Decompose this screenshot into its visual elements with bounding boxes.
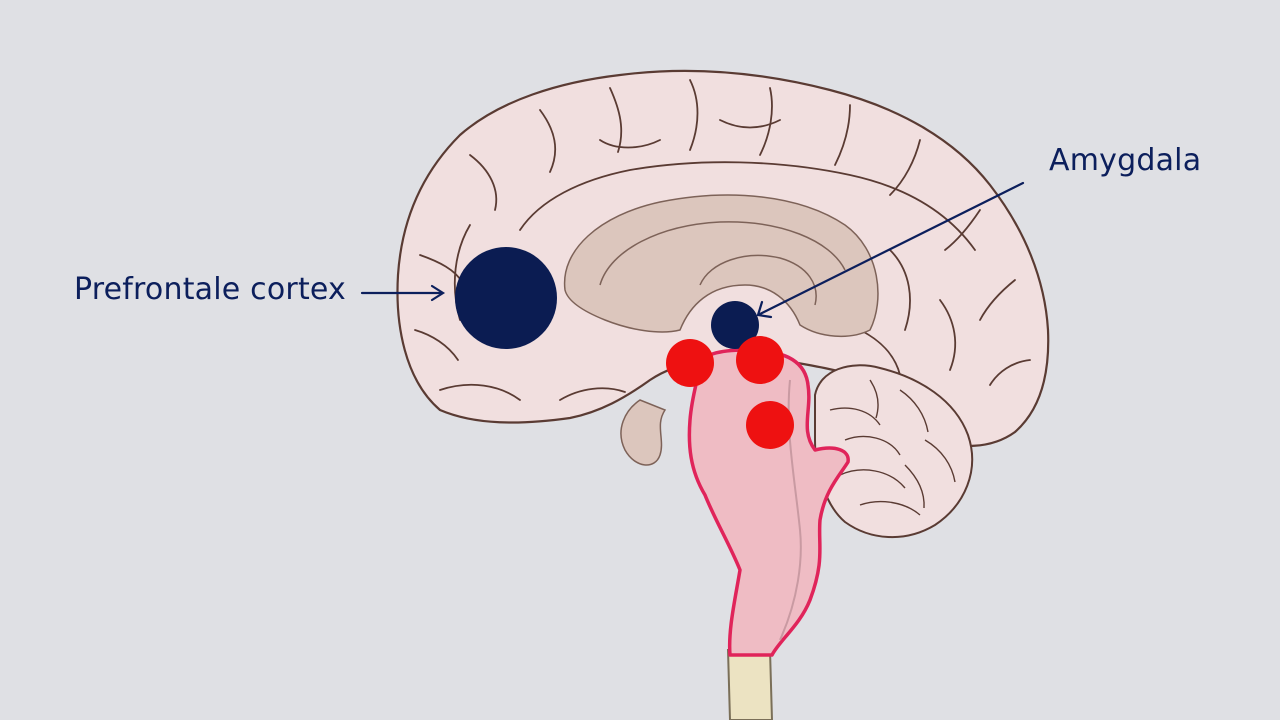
amygdala-arrow	[756, 181, 1025, 319]
cerebellum	[814, 364, 974, 539]
prefrontal-cortex-arrow	[360, 284, 446, 302]
brainstem-marker-1	[666, 339, 714, 387]
brainstem-marker-3	[746, 401, 794, 449]
cortex-gyri	[414, 79, 1031, 401]
amygdala-label: Amygdala	[1049, 143, 1202, 178]
brainstem-marker-2	[736, 336, 784, 384]
temporal-lobe-underside	[620, 399, 667, 466]
prefrontal-cortex-marker	[455, 247, 557, 349]
prefrontal-cortex-label: Prefrontale cortex	[74, 272, 347, 307]
brainstem	[687, 348, 850, 657]
amygdala-marker	[711, 301, 759, 349]
limbic-region	[563, 194, 879, 338]
spinal-cord	[726, 649, 774, 720]
